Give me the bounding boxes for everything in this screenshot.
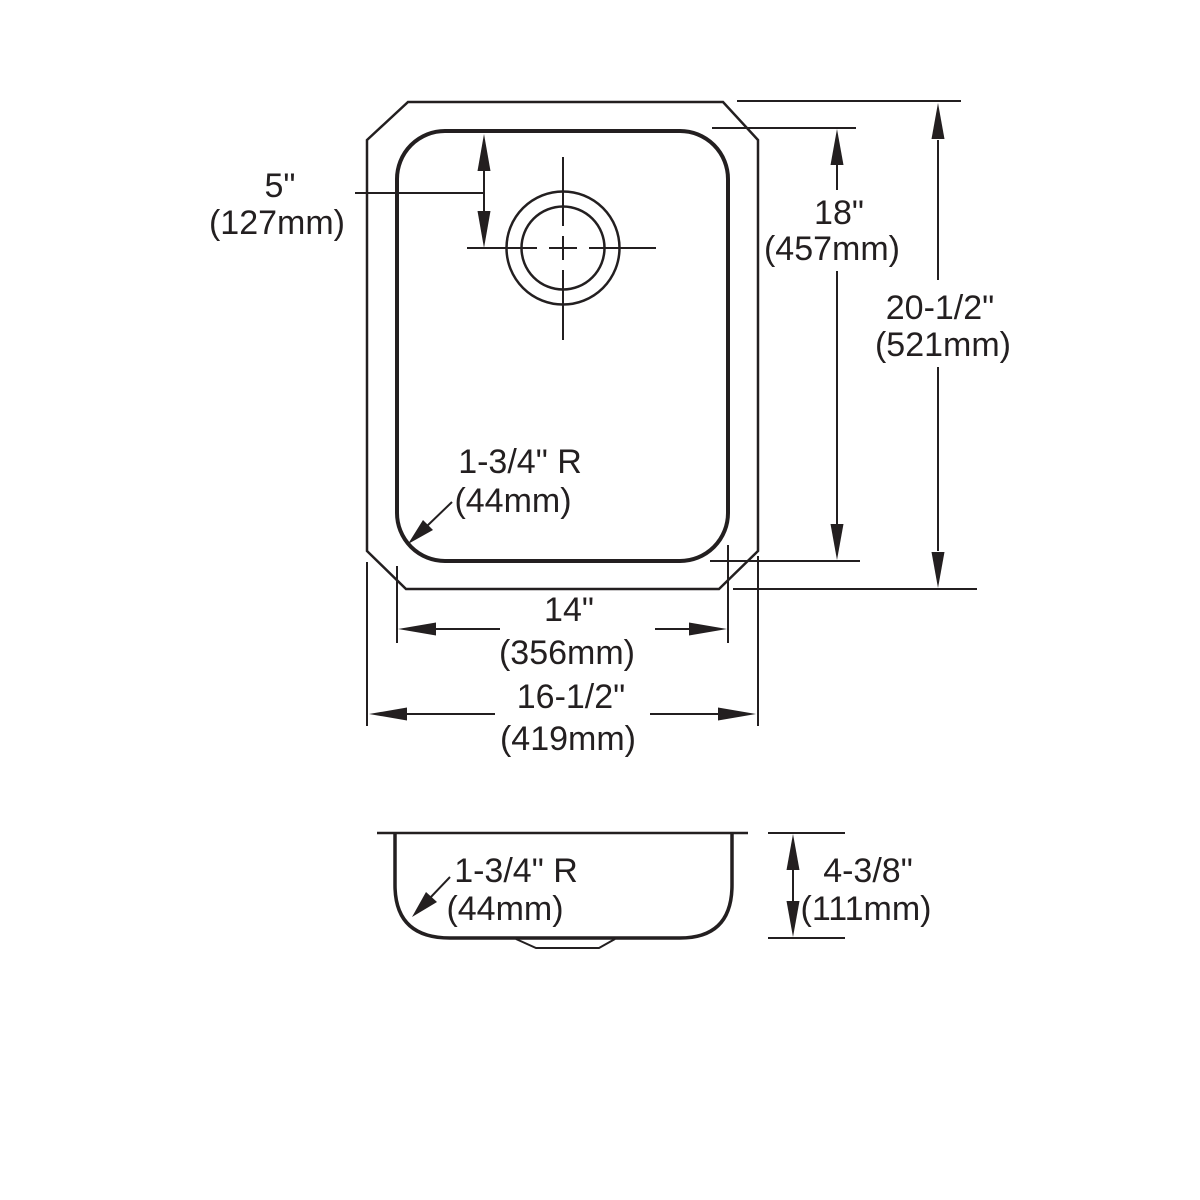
callout-leader-line (425, 501, 453, 528)
dim-bowl-depth: 4-3/8" (111mm) (768, 832, 932, 939)
callout-label-inches: 1-3/4" R (458, 443, 582, 481)
callout-corner-radius: 1-3/4" R (44mm) (412, 852, 578, 928)
dim-label-metric: (419mm) (500, 720, 636, 758)
bowl-section-outline (393, 833, 734, 940)
side-view: 1-3/4" R (44mm) 4-3/8" (111mm) (377, 831, 932, 949)
arrow-up-icon (786, 834, 800, 870)
dim-label-inches: 4-3/8" (823, 852, 913, 890)
arrow-up-icon (931, 103, 945, 139)
arrow-down-icon (931, 552, 945, 588)
callout-label-metric: (44mm) (454, 482, 571, 520)
arrow-up-icon (477, 134, 491, 171)
dim-label-metric: (127mm) (209, 204, 345, 242)
callout-leader-line (428, 876, 451, 900)
arrow-right-icon (718, 707, 756, 721)
arrow-down-icon (786, 901, 800, 937)
arrow-down-left-icon (412, 892, 437, 917)
arrow-up-icon (830, 129, 844, 165)
callout-label-inches: 1-3/4" R (454, 852, 578, 890)
arrow-down-icon (477, 211, 491, 248)
dim-label-metric: (521mm) (875, 326, 1011, 364)
dim-label-inches: 16-1/2" (517, 678, 625, 716)
dim-label-inches: 20-1/2" (886, 289, 994, 327)
dim-label-inches: 5" (265, 167, 296, 205)
drain-recess-outline (515, 938, 616, 949)
dim-label-inches: 14" (544, 591, 594, 629)
arrow-left-icon (398, 622, 436, 636)
dim-overall-length: 20-1/2" (521mm) (733, 100, 1011, 590)
arrow-down-icon (830, 524, 844, 560)
callout-label-metric: (44mm) (446, 890, 563, 928)
arrow-right-icon (689, 622, 727, 636)
drain-centerline (467, 157, 656, 340)
arrow-left-icon (369, 707, 407, 721)
dim-bowl-width: 14" (356mm) (396, 545, 729, 672)
arrow-down-left-icon (408, 520, 433, 544)
sink-outer-rim-outline (365, 100, 760, 591)
dim-overall-width: 16-1/2" (419mm) (366, 556, 759, 758)
top-view: 5" (127mm) 18" (457mm) 20-1/2" (209, 100, 1011, 758)
dim-label-metric: (457mm) (764, 230, 900, 268)
dim-label-inches: 18" (814, 194, 864, 232)
callout-corner-radius: 1-3/4" R (44mm) (408, 443, 582, 544)
dim-drain-offset: 5" (127mm) (209, 134, 491, 248)
dim-bowl-length: 18" (457mm) (710, 127, 900, 562)
sink-bowl-outline (395, 129, 730, 563)
dim-label-metric: (111mm) (801, 890, 932, 928)
dim-label-metric: (356mm) (499, 634, 635, 672)
